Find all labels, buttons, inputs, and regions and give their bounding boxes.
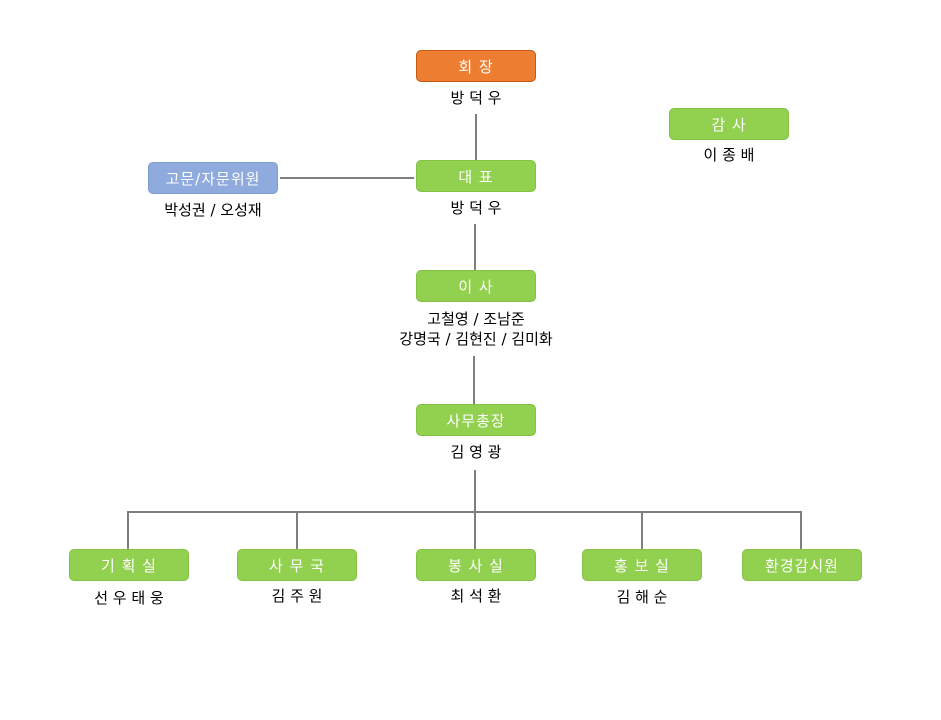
- node-directors: 이 사: [416, 270, 536, 302]
- node-chairman: 회 장: [416, 50, 536, 82]
- node-pr: 홍 보 실: [582, 549, 702, 581]
- node-secretary-general: 사무총장: [416, 404, 536, 436]
- name-planning: 선 우 태 웅: [94, 589, 164, 607]
- name-directors-line2: 강명국 / 김현진 / 김미화: [399, 330, 553, 348]
- name-secretariat: 김 주 원: [271, 587, 323, 605]
- name-ceo: 방 덕 우: [450, 199, 502, 217]
- node-secretariat: 사 무 국: [237, 549, 357, 581]
- node-env-monitor: 환경감시원: [742, 549, 862, 581]
- name-pr: 김 해 순: [616, 588, 668, 606]
- name-chairman: 방 덕 우: [450, 89, 502, 107]
- node-planning: 기 획 실: [69, 549, 189, 581]
- name-advisor: 박성권 / 오성재: [164, 201, 262, 219]
- node-advisor: 고문/자문위원: [148, 162, 278, 194]
- name-directors-line1: 고철영 / 조남준: [427, 310, 525, 328]
- node-auditor: 감 사: [669, 108, 789, 140]
- node-ceo: 대 표: [416, 160, 536, 192]
- name-service: 최 석 환: [450, 587, 502, 605]
- name-secretary-general: 김 영 광: [450, 443, 502, 461]
- node-service: 봉 사 실: [416, 549, 536, 581]
- name-auditor: 이 종 배: [703, 146, 755, 164]
